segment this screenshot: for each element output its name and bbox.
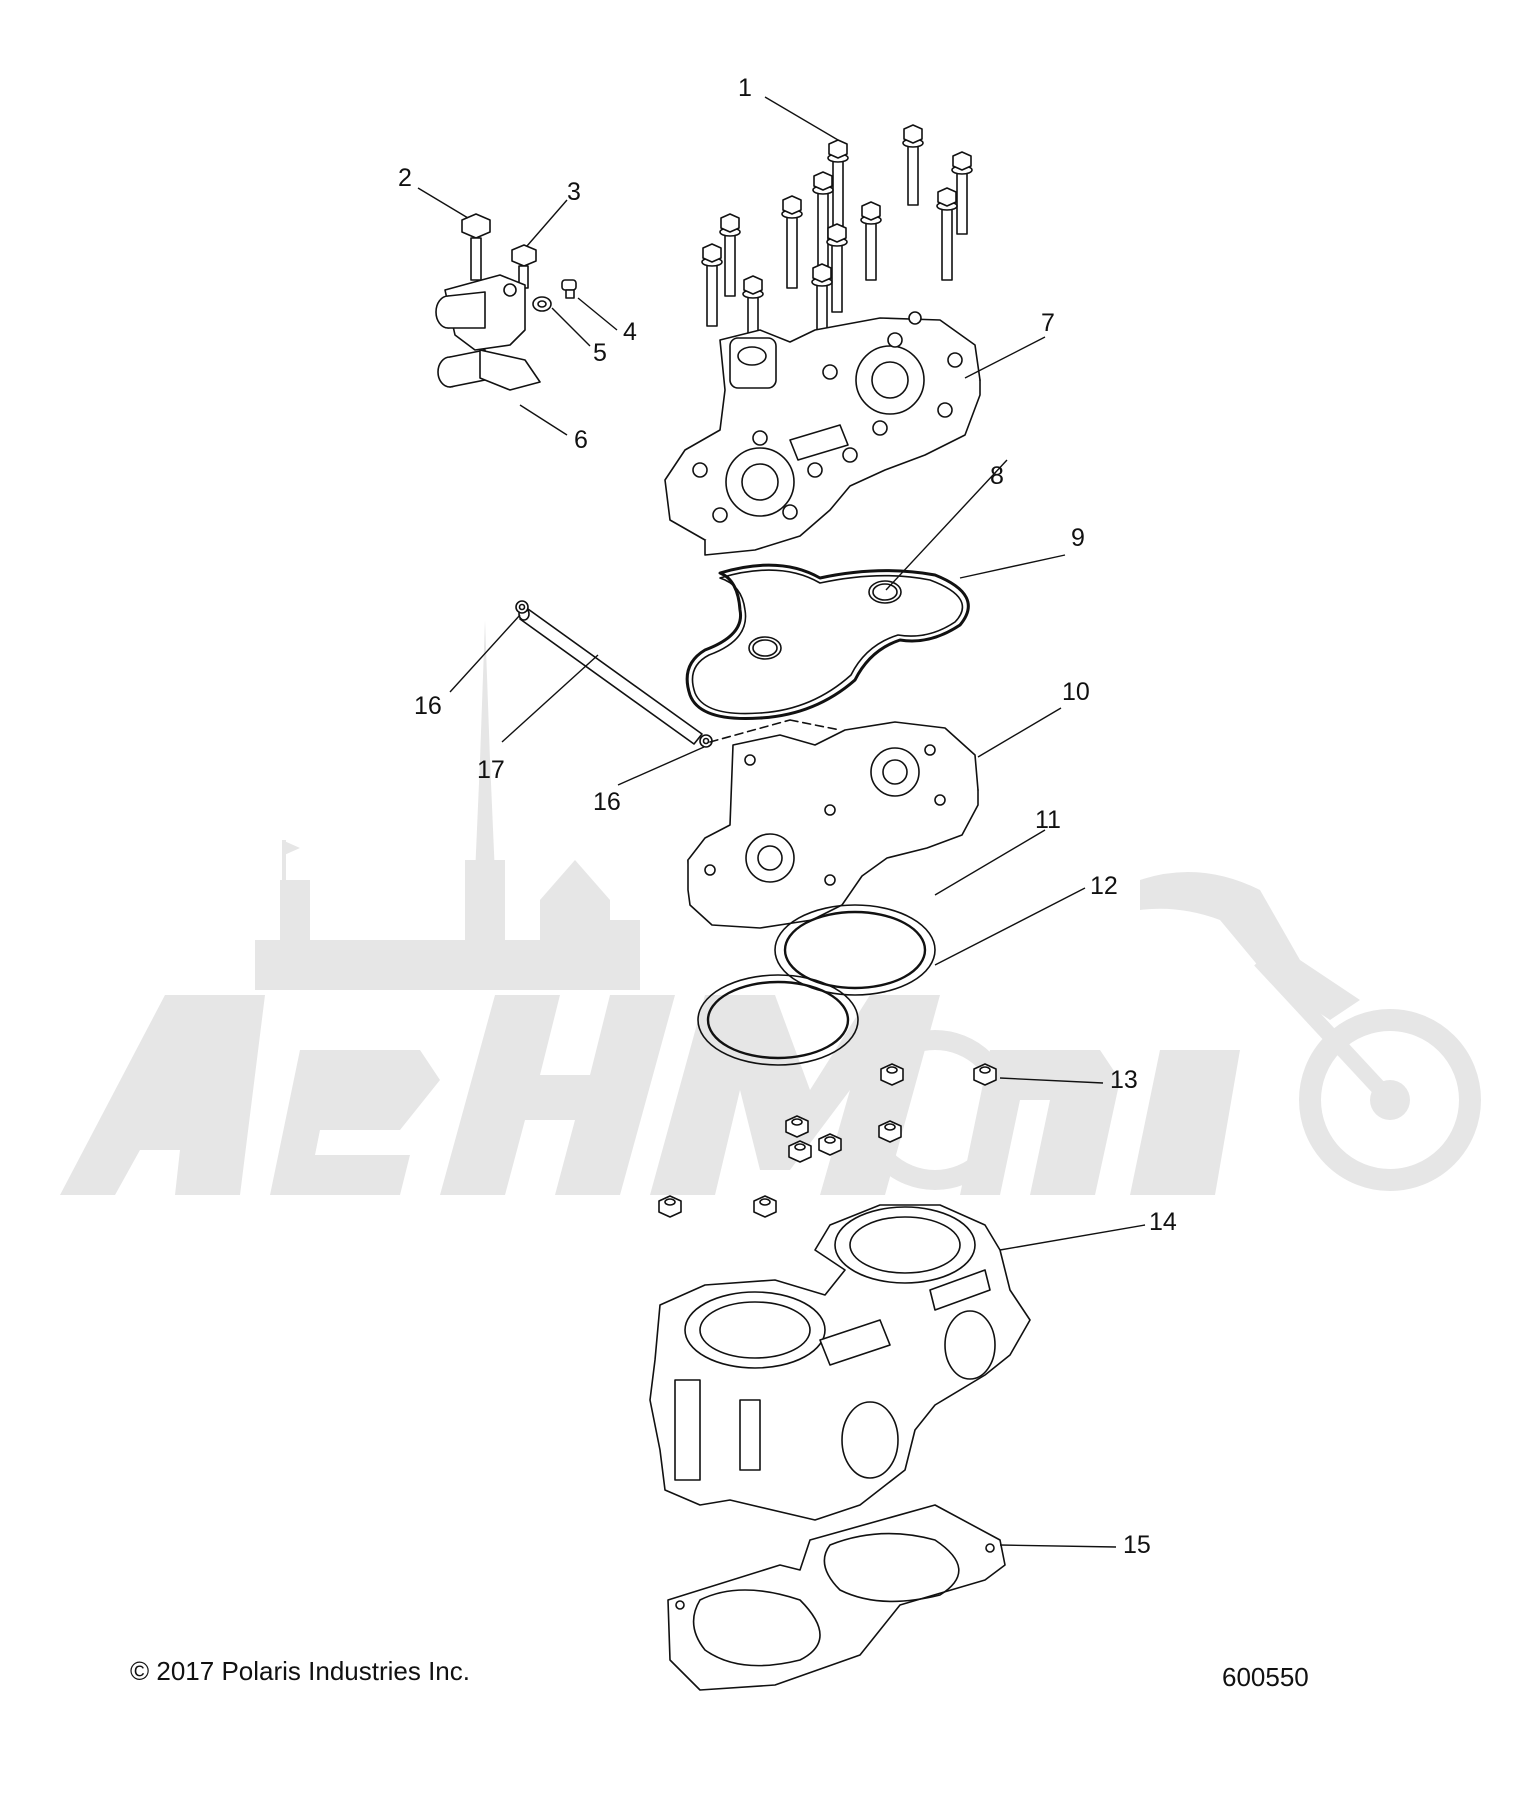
leader-lines <box>417 96 1146 1548</box>
callout-16-upper: 16 <box>414 692 442 720</box>
gasket-ring-part-11 <box>775 905 935 995</box>
callout-7: 7 <box>1041 309 1055 337</box>
base-gasket-part-15 <box>668 1505 1005 1690</box>
drawing-number: 600550 <box>1222 1662 1309 1692</box>
hex-nut <box>881 1064 903 1085</box>
bolt-part-3 <box>512 245 536 288</box>
hose-route-dashed <box>710 720 840 742</box>
callout-17: 17 <box>477 756 505 784</box>
head-bolt <box>952 152 972 234</box>
callout-10: 10 <box>1062 678 1090 706</box>
callout-4: 4 <box>623 318 637 346</box>
head-bolt <box>903 125 923 205</box>
bleed-screw-part-4 <box>562 280 576 298</box>
hex-nut <box>789 1141 811 1162</box>
callout-1: 1 <box>738 74 752 102</box>
clamp-part-16-upper <box>516 601 528 613</box>
bolt-part-2 <box>462 214 490 280</box>
hose-part-17 <box>519 608 702 744</box>
callout-13: 13 <box>1110 1066 1138 1094</box>
cylinder-head-cover-part-7 <box>665 312 980 555</box>
hex-nut <box>659 1196 681 1217</box>
head-bolt <box>828 140 848 226</box>
head-bolt <box>937 188 957 280</box>
watermark-skyline <box>255 620 640 990</box>
head-bolt <box>827 224 847 312</box>
callout-5: 5 <box>593 339 607 367</box>
hex-nut <box>754 1196 776 1217</box>
watermark-letters <box>60 995 1240 1195</box>
washer-part-5 <box>533 297 551 311</box>
watermark <box>60 620 1481 1195</box>
head-bolt <box>861 202 881 280</box>
hex-nut <box>786 1116 808 1137</box>
nut-group-part-13 <box>659 1064 996 1217</box>
cylinder-head-part-10 <box>688 722 978 928</box>
gasket-ring-part-12 <box>698 975 858 1065</box>
o-ring-part-8 <box>749 581 901 659</box>
callout-14: 14 <box>1149 1208 1177 1236</box>
callout-6: 6 <box>574 426 588 454</box>
watermark-motorcycle <box>855 872 1481 1191</box>
hex-nut <box>974 1064 996 1085</box>
callout-3: 3 <box>567 178 581 206</box>
water-outlet-housing-part-6 <box>436 275 540 390</box>
clamp-part-16-lower <box>700 735 712 747</box>
copyright-notice: © 2017 Polaris Industries Inc. <box>130 1656 470 1686</box>
callout-9: 9 <box>1071 524 1085 552</box>
cylinder-block-part-14 <box>650 1205 1030 1520</box>
hex-nut <box>819 1134 841 1155</box>
callout-11: 11 <box>1035 806 1061 834</box>
callout-15: 15 <box>1123 1531 1151 1559</box>
head-bolt <box>702 244 722 326</box>
callout-8: 8 <box>990 462 1004 490</box>
callout-2: 2 <box>398 164 412 192</box>
callout-12: 12 <box>1090 872 1118 900</box>
hex-nut <box>879 1121 901 1142</box>
callout-16-lower: 16 <box>593 788 621 816</box>
head-bolt <box>782 196 802 288</box>
head-bolt <box>720 214 740 296</box>
head-gasket-part-9 <box>687 565 968 718</box>
head-bolt <box>813 172 833 266</box>
